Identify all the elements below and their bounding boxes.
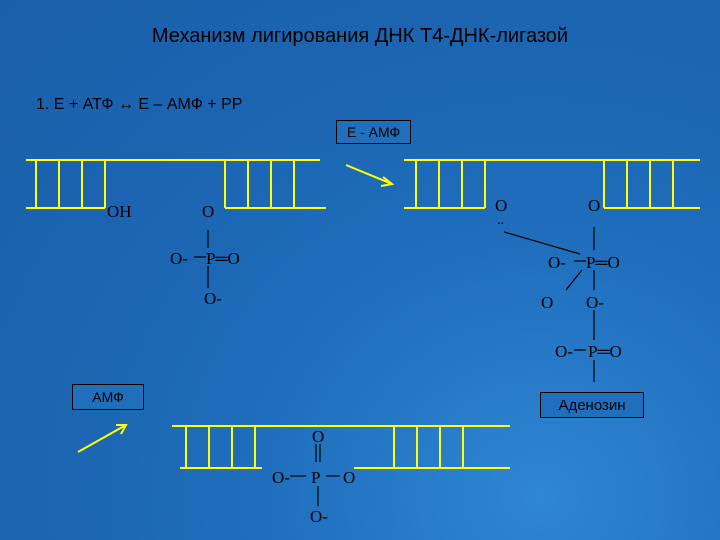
atom-o-minus-bridge: O-	[586, 293, 604, 312]
arrow-amf-head	[116, 424, 128, 435]
adenosine-box: Аденозин	[540, 392, 644, 418]
atom-o-minus-left: O-	[170, 249, 188, 268]
atom-o-bridge: O	[541, 293, 554, 312]
arrow-e-amf-head	[380, 176, 395, 187]
atom-p-o-right2: P═O	[588, 342, 622, 361]
atom-p-o-right1: P═O	[586, 253, 620, 272]
atom-o-minus-product: O-	[272, 468, 290, 487]
atom-o-right-top: O	[588, 196, 601, 215]
atom-o-minus-right1: O-	[548, 253, 566, 272]
bond-attack	[503, 231, 581, 255]
atom-o-nucleophile: O	[495, 196, 508, 215]
slide-title: Механизм лигирования ДНК Т4-ДНК-лигазой	[151, 25, 569, 47]
atom-o-minus-left-bottom: O-	[204, 289, 222, 308]
bond	[565, 269, 583, 291]
hydroxyl-label: OH	[107, 202, 132, 221]
dna-strands	[26, 159, 700, 469]
atom-o-product-top: O	[312, 427, 325, 446]
amf-label: АМФ	[92, 389, 124, 405]
atom-o-minus-right2: O-	[555, 342, 573, 361]
atom-o-product-right: O	[343, 468, 356, 487]
amf-box: АМФ	[72, 384, 144, 410]
e-amf-label: Е - АМФ	[346, 124, 401, 140]
arrow-amf	[77, 424, 127, 453]
adenosine-label: Аденозин	[558, 397, 626, 414]
atom-o-minus-product-bottom: O-	[310, 507, 328, 526]
atom-p-product: P	[311, 468, 321, 487]
atom-p-o-left: P═O	[206, 249, 240, 268]
lone-pair-dots: ..	[497, 213, 504, 228]
arrow-e-amf	[345, 164, 393, 185]
e-amf-box: Е - АМФ	[336, 120, 411, 144]
atom-o-left: O	[202, 202, 215, 221]
chem-bonds	[194, 227, 595, 506]
reaction-equation: 1. Е + АТФ ↔ Е – АМФ + РР	[36, 96, 243, 113]
